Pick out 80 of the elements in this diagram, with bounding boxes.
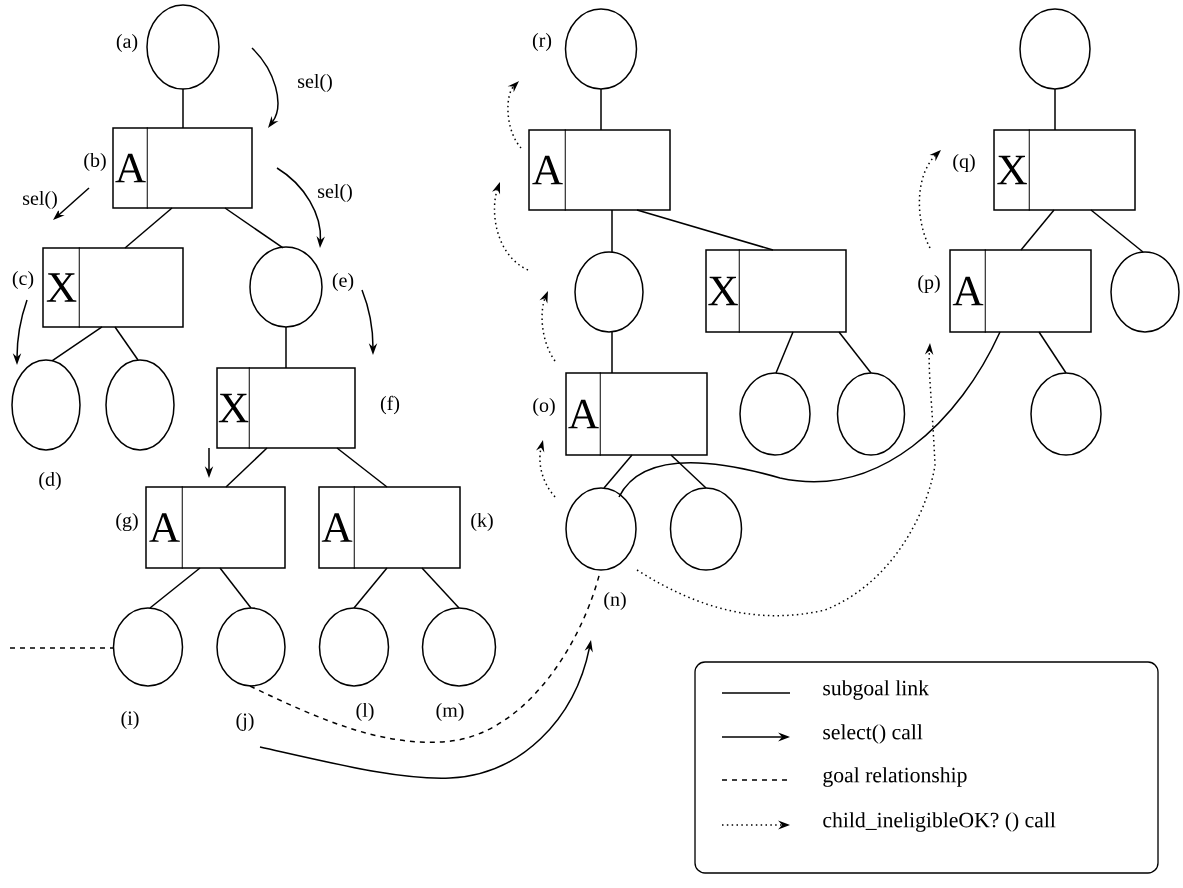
node-label: (a) <box>116 33 138 53</box>
node-label: (i) <box>121 710 139 730</box>
link-line <box>224 207 284 249</box>
goal-circle <box>1110 251 1180 333</box>
link-line <box>603 454 633 489</box>
goal-box: A <box>145 485 286 570</box>
goal-box: A <box>528 128 671 212</box>
goal-circle <box>216 607 286 687</box>
link-line <box>421 567 460 609</box>
edge-label: sel() <box>315 182 355 204</box>
node-label: (d) <box>39 471 61 491</box>
goal-box: X <box>42 246 184 329</box>
link-line <box>611 331 613 374</box>
node-label: (c) <box>12 270 34 290</box>
dashed-line <box>9 647 115 649</box>
node-label: (j) <box>236 712 254 732</box>
goal-circle <box>1030 372 1102 456</box>
goal-box: X <box>216 366 356 450</box>
node-label: (f) <box>380 395 400 415</box>
node-label: (p) <box>918 274 940 294</box>
goal-circle <box>564 8 638 90</box>
node-label: (r) <box>532 32 552 52</box>
goal-box: A <box>112 126 253 210</box>
link-line <box>149 567 201 609</box>
goal-circle <box>249 246 323 328</box>
goal-box: A <box>949 248 1092 334</box>
node-label: (g) <box>116 512 138 532</box>
link-line <box>1020 209 1055 251</box>
link-line <box>114 326 139 361</box>
goal-box: X <box>993 128 1136 212</box>
goal-circle <box>836 372 906 456</box>
goal-circle <box>421 607 497 687</box>
arrow <box>507 81 522 149</box>
node-label: (k) <box>471 512 493 532</box>
link-line <box>336 447 388 488</box>
goal-circle <box>105 359 175 451</box>
edge-label: sel() <box>295 72 335 94</box>
goal-circle <box>146 4 220 90</box>
link-line <box>1090 209 1144 253</box>
link-line <box>182 88 184 129</box>
legend-text: select() call <box>823 724 923 744</box>
goal-circle <box>318 607 390 687</box>
link-line <box>600 88 602 131</box>
link-line <box>124 207 173 249</box>
link-line <box>285 326 287 369</box>
goal-circle <box>739 372 811 456</box>
link-line <box>636 209 774 251</box>
legend-text: child_ineligibleOK? () call <box>823 812 1056 832</box>
goal-box: X <box>705 248 847 334</box>
link-line <box>225 447 268 488</box>
arrow <box>53 187 90 220</box>
link-line <box>1038 331 1067 374</box>
goal-circle <box>565 487 637 571</box>
link-line <box>219 567 252 609</box>
goal-circle <box>1019 8 1091 90</box>
node-label: (b) <box>84 152 106 172</box>
edge-label: sel() <box>20 189 60 211</box>
link-line <box>611 209 613 253</box>
link-line <box>618 331 1001 498</box>
node-label: (o) <box>533 397 555 417</box>
link-line <box>775 331 794 374</box>
node-label: (q) <box>953 153 975 173</box>
goal-box: A <box>318 485 461 570</box>
goal-box: A <box>565 371 708 457</box>
legend-text: subgoal link <box>823 680 929 700</box>
node-label: (n) <box>604 591 626 611</box>
link-line <box>670 454 707 489</box>
node-label: (l) <box>356 702 374 722</box>
link-line <box>1054 88 1056 131</box>
link-line <box>838 331 872 374</box>
node-label: (m) <box>436 702 464 722</box>
goal-circle <box>574 251 644 333</box>
goal-circle <box>11 359 81 451</box>
legend-text: goal relationship <box>823 767 967 787</box>
link-line <box>51 326 103 362</box>
goal-circle <box>669 487 743 571</box>
goal-circle <box>112 607 184 687</box>
link-line <box>353 567 388 609</box>
arrow <box>918 150 941 249</box>
node-label: (e) <box>332 272 354 292</box>
